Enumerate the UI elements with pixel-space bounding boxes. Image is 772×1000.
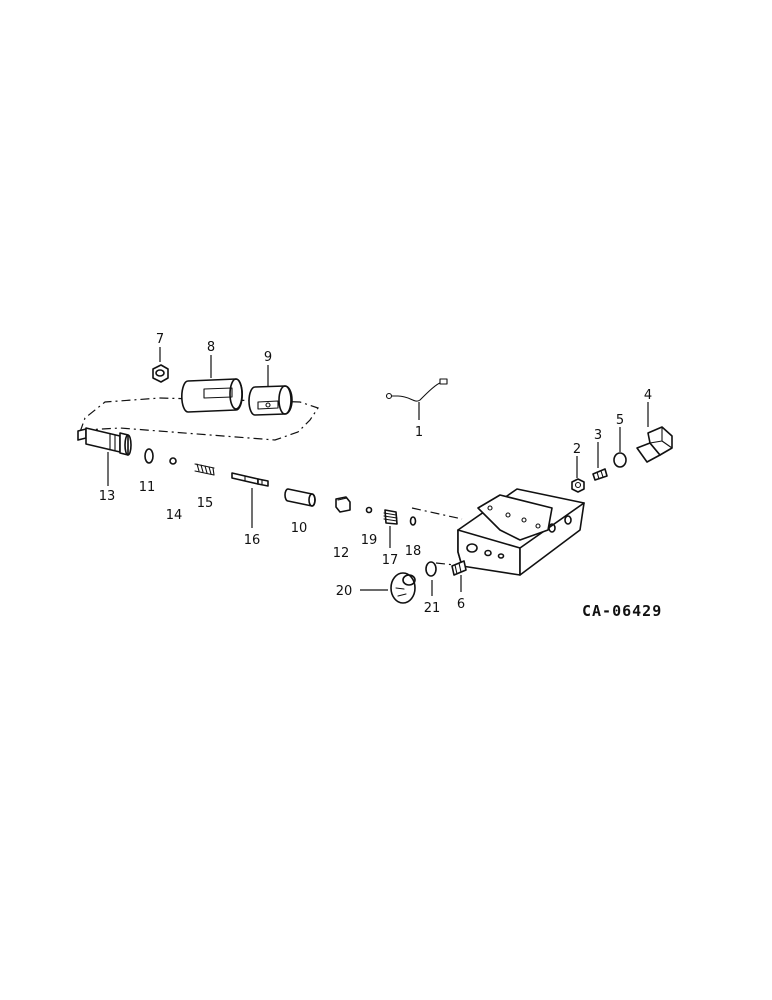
part-13-valve xyxy=(77,427,132,456)
callout-5: 5 xyxy=(616,413,624,428)
part-3-screw xyxy=(592,468,608,481)
callout-12: 12 xyxy=(333,546,350,561)
part-17-plug xyxy=(383,509,398,525)
drawing-code: CA-06429 xyxy=(582,602,662,620)
part-4-fitting xyxy=(636,426,673,463)
part-21-o-ring xyxy=(425,561,437,577)
part-16-spool xyxy=(231,472,269,487)
valve-body xyxy=(457,488,585,576)
callout-20: 20 xyxy=(336,584,353,599)
callout-7: 7 xyxy=(156,332,164,347)
part-20-plug xyxy=(390,572,416,604)
part-7-nut xyxy=(152,364,169,383)
assembly-path-lower xyxy=(435,562,456,566)
part-1-wire xyxy=(385,378,448,402)
part-8-sleeve xyxy=(181,378,243,413)
callout-8: 8 xyxy=(207,340,215,355)
part-10-sleeve xyxy=(284,488,316,507)
callout-16: 16 xyxy=(244,533,261,548)
callout-17: 17 xyxy=(382,553,399,568)
assembly-path-upper xyxy=(79,397,319,441)
assembly-path-body xyxy=(411,507,463,520)
part-11-o-ring xyxy=(144,448,154,464)
part-5-o-ring xyxy=(613,452,627,468)
part-2-nut xyxy=(571,478,585,493)
callout-15: 15 xyxy=(197,496,214,511)
callout-11: 11 xyxy=(139,480,156,495)
callout-1: 1 xyxy=(415,425,423,440)
part-6-screw xyxy=(451,560,467,576)
part-14-ball xyxy=(169,457,177,465)
part-9-sleeve xyxy=(248,385,293,416)
callout-3: 3 xyxy=(594,428,602,443)
callout-19: 19 xyxy=(361,533,378,548)
callout-6: 6 xyxy=(457,597,465,612)
callout-14: 14 xyxy=(166,508,183,523)
callout-21: 21 xyxy=(424,601,441,616)
callout-10: 10 xyxy=(291,521,308,536)
callout-13: 13 xyxy=(99,489,116,504)
part-12-plug xyxy=(335,496,351,513)
part-18-o-ring xyxy=(409,516,417,526)
part-15-spring xyxy=(194,463,215,476)
part-19-ball xyxy=(365,506,373,514)
callout-9: 9 xyxy=(264,350,272,365)
callout-4: 4 xyxy=(644,388,652,403)
callout-2: 2 xyxy=(573,442,581,457)
callout-18: 18 xyxy=(405,544,422,559)
